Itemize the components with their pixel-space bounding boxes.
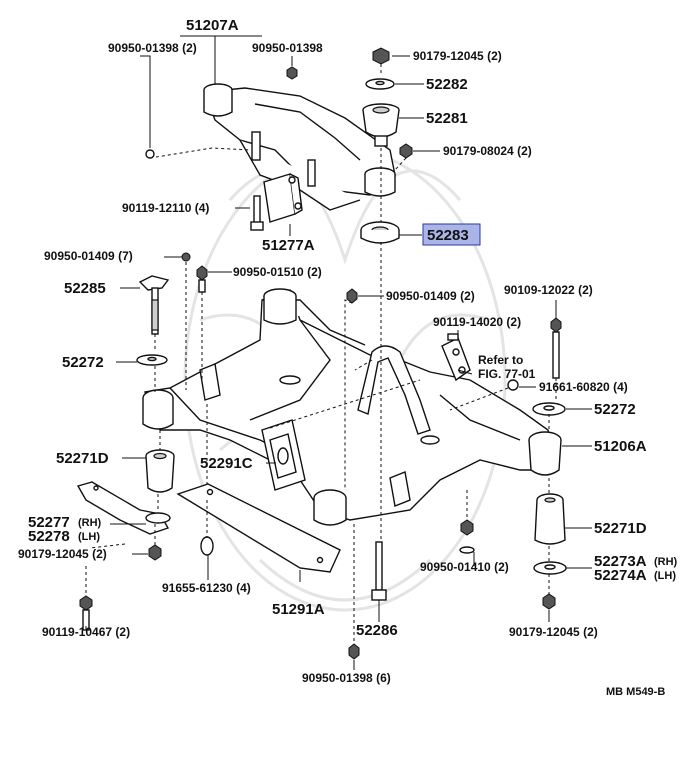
bushing-52271D-left[interactable] xyxy=(145,449,175,493)
label-90179-12045-right: 90179-12045 (2) xyxy=(509,625,598,639)
label-51291A: 51291A xyxy=(272,601,325,618)
bracket-51277A[interactable] xyxy=(263,173,303,223)
nut-90179-12045-top[interactable] xyxy=(372,47,390,65)
upper-member-51207A[interactable] xyxy=(203,83,396,211)
label-52283[interactable]: 52283 xyxy=(427,227,469,244)
stud-52285[interactable] xyxy=(138,275,170,335)
label-52277: 52277 xyxy=(28,514,70,531)
label-51206A: 51206A xyxy=(594,438,647,455)
label-90950-01510: 90950-01510 (2) xyxy=(233,265,322,279)
bolt-52286[interactable] xyxy=(371,541,387,601)
label-52274A-lh: (LH) xyxy=(654,570,676,582)
label-90950-01398: 90950-01398 xyxy=(252,41,323,55)
brace-51291A[interactable] xyxy=(176,483,341,573)
label-52281: 52281 xyxy=(426,110,468,127)
nut-90950-01398-bottom[interactable] xyxy=(348,643,360,660)
label-52282: 52282 xyxy=(426,76,468,93)
bolt-90119-10467[interactable] xyxy=(79,595,93,631)
label-52277-rh: (RH) xyxy=(78,517,102,529)
bushing-52281[interactable] xyxy=(362,103,400,147)
washer-52272-left[interactable] xyxy=(136,354,168,366)
label-52271D-right: 52271D xyxy=(594,520,647,537)
label-91661-60820: 91661-60820 (4) xyxy=(539,380,628,394)
label-90950-01409-7: 90950-01409 (7) xyxy=(44,249,133,263)
label-refer-to: Refer to xyxy=(478,353,523,367)
label-52271D-left: 52271D xyxy=(56,450,109,467)
nut-90179-12045-left[interactable] xyxy=(148,544,162,561)
washer-52282[interactable] xyxy=(365,78,395,90)
highlight-box-52283 xyxy=(422,223,481,246)
label-90179-12045-top: 90179-12045 (2) xyxy=(413,49,502,63)
label-52278: 52278 xyxy=(28,528,70,545)
label-52273A-rh: (RH) xyxy=(654,556,678,568)
label-52291C: 52291C xyxy=(200,455,253,472)
bolt-91655-61230[interactable] xyxy=(200,536,214,556)
label-90119-10467: 90119-10467 (2) xyxy=(42,625,130,639)
label-90179-12045-left: 90179-12045 (2) xyxy=(18,547,107,561)
label-91655-61230: 91655-61230 (4) xyxy=(162,581,251,595)
nut-90950-01409-left[interactable] xyxy=(181,252,191,262)
label-90950-01398-2: 90950-01398 (2) xyxy=(108,41,197,55)
label-51277A: 51277A xyxy=(262,237,315,254)
label-52272-right: 52272 xyxy=(594,401,636,418)
bracket-52291C[interactable] xyxy=(261,419,306,491)
label-90109-12022: 90109-12022 (2) xyxy=(504,283,593,297)
bolt-91661-60820[interactable] xyxy=(507,379,519,391)
label-51207A: 51207A xyxy=(186,17,239,34)
washer-52272-right[interactable] xyxy=(532,402,566,416)
bushing-52271D-right[interactable] xyxy=(534,493,566,545)
bolt-90119-14020[interactable] xyxy=(447,333,459,341)
label-90119-12110: 90119-12110 (4) xyxy=(122,201,209,215)
label-90119-14020: 90119-14020 (2) xyxy=(433,315,521,329)
bolt-90109-12022[interactable] xyxy=(550,317,562,379)
label-90179-08024: 90179-08024 (2) xyxy=(443,144,532,158)
brace-52277-52278[interactable] xyxy=(76,481,171,535)
nut-90179-12045-right[interactable] xyxy=(542,593,556,610)
label-52286: 52286 xyxy=(356,622,398,639)
label-52278-lh: (LH) xyxy=(78,531,100,543)
nut-90179-08024[interactable] xyxy=(399,143,413,159)
part-labels: 51207A 90950-01398 (2) 90950-01398 90179… xyxy=(18,17,678,698)
bolt-90119-12110[interactable] xyxy=(250,195,264,231)
washer-52273A-52274A[interactable] xyxy=(533,561,567,575)
nut-90950-01410[interactable] xyxy=(459,519,475,554)
stopper-52283[interactable] xyxy=(360,221,400,244)
label-52285: 52285 xyxy=(64,280,106,297)
label-90950-01409-2: 90950-01409 (2) xyxy=(386,289,475,303)
leader-lines xyxy=(85,35,592,670)
label-52274A: 52274A xyxy=(594,567,647,584)
label-90950-01410: 90950-01410 (2) xyxy=(420,560,509,574)
dashed-alignment-lines xyxy=(85,64,557,644)
diagram-code: MB M549-B xyxy=(606,686,665,698)
label-refer-fig[interactable]: FIG. 77-01 xyxy=(478,367,536,381)
label-90950-01398-6: 90950-01398 (6) xyxy=(302,671,391,685)
label-52272-left: 52272 xyxy=(62,354,104,371)
label-52273A: 52273A xyxy=(594,553,647,570)
nut-90950-01409-center[interactable] xyxy=(346,288,358,304)
bolt-90950-01510[interactable] xyxy=(196,265,208,293)
